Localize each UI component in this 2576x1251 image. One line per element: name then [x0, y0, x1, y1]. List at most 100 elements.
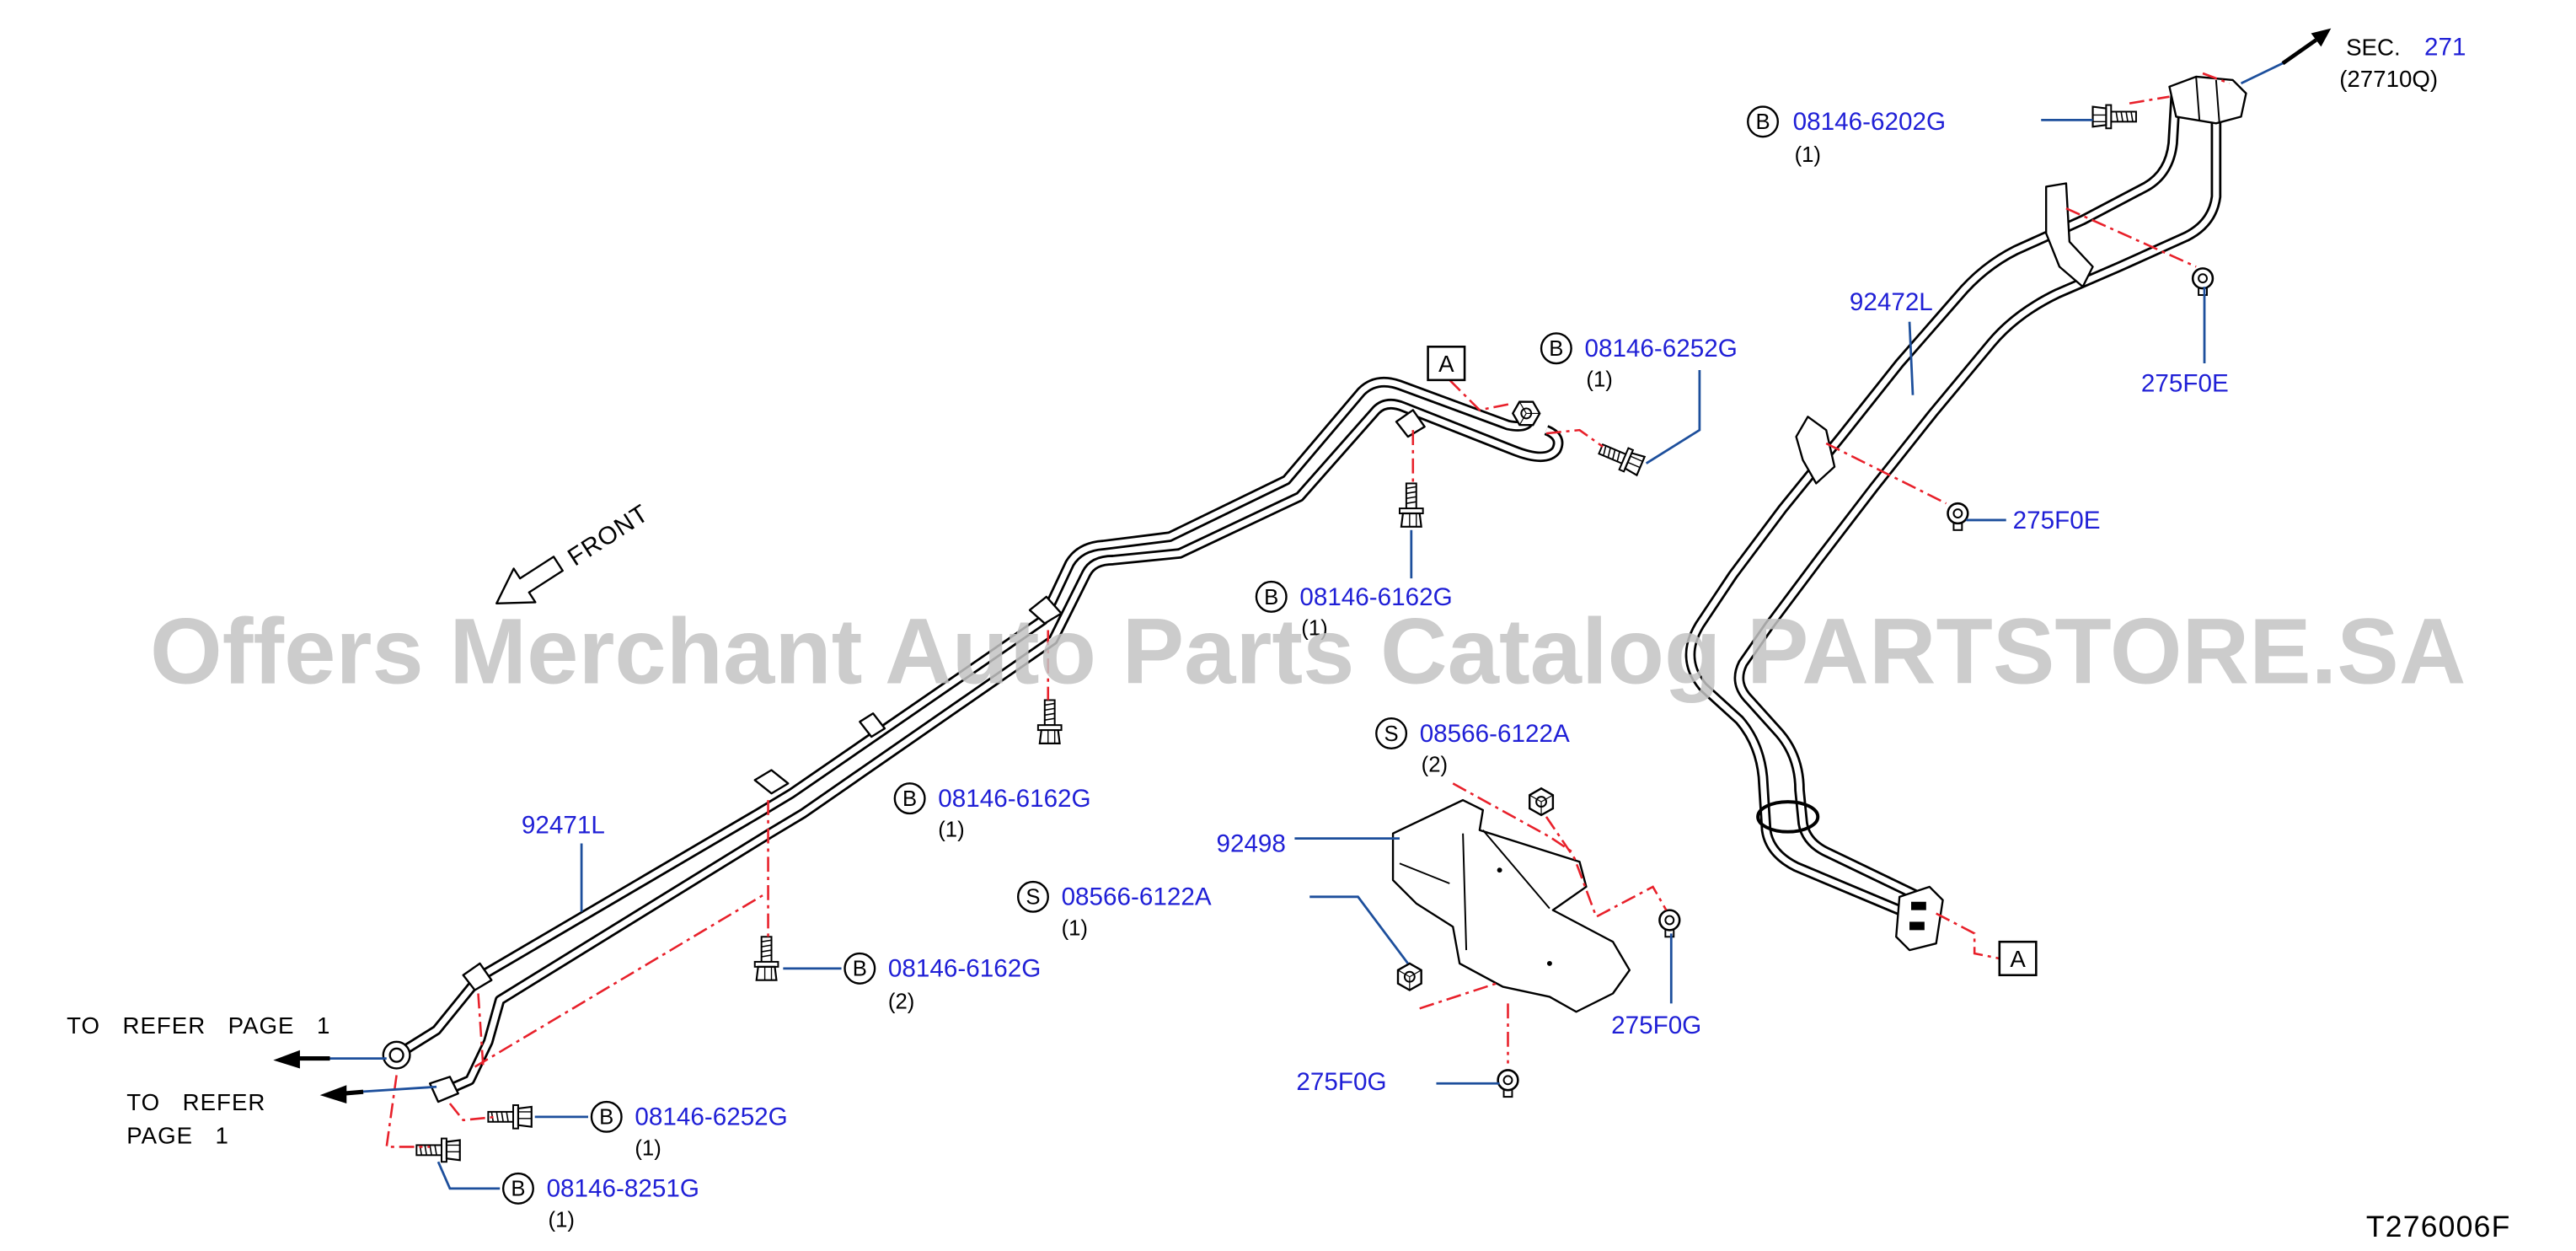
section-part-number: (27710Q)	[2339, 66, 2438, 92]
leader-line	[1309, 895, 1409, 964]
part-quantity: (2)	[888, 990, 914, 1013]
front-label: FRONT	[563, 499, 654, 572]
callout-prefix: B	[599, 1106, 613, 1130]
callout-badge	[1540, 332, 1572, 365]
fitting-port	[1909, 921, 1925, 931]
callout-08146-6162G-lower[interactable]: B 08146-6162G (2)	[843, 952, 1042, 1013]
clip-icon	[1497, 1069, 1519, 1098]
pipe-clamp	[753, 769, 790, 795]
bolt-icon	[753, 936, 779, 981]
callout-08566-6122A-upper[interactable]: S 08566-6122A (2)	[1375, 717, 1570, 777]
bolt-icon	[415, 1137, 461, 1163]
part-quantity: (1)	[1795, 143, 1821, 167]
leader-line	[1645, 369, 1701, 464]
fitting-detail	[2195, 76, 2220, 124]
part-number-link[interactable]: 08146-6252G	[1584, 335, 1737, 362]
section-number-link[interactable]: 271	[2424, 33, 2466, 61]
leader-line	[1908, 321, 1915, 395]
arrow-head	[319, 1085, 347, 1104]
connector-a-upper: A	[1427, 346, 1466, 382]
part-label-275F0G-lower[interactable]: 275F0G	[1296, 1068, 1386, 1096]
refer-page-lower-line1: TO REFER	[126, 1089, 265, 1115]
callout-badge	[590, 1100, 623, 1133]
part-label-92472L[interactable]: 92472L	[1850, 288, 1933, 316]
callout-prefix: B	[1264, 586, 1278, 609]
pipe-clamp	[1028, 595, 1063, 625]
fitting-block-upper	[2168, 75, 2247, 125]
callout-prefix: B	[511, 1178, 525, 1201]
assembly-guide-line	[448, 1103, 497, 1122]
clip-icon	[1947, 502, 1969, 532]
assembly-guide-line	[2065, 207, 2197, 268]
part-number-link[interactable]: 08146-6252G	[635, 1103, 787, 1131]
part-label-92471L[interactable]: 92471L	[522, 812, 605, 840]
bolt-icon	[2091, 104, 2138, 130]
callout-08146-6162G-upper[interactable]: B 08146-6162G (1)	[1255, 580, 1453, 640]
section-reference[interactable]: SEC. 271 (27710Q)	[2339, 33, 2466, 92]
bracket-hole	[1497, 867, 1502, 873]
clip-icon	[1658, 909, 1681, 938]
bolt-icon	[487, 1103, 533, 1130]
part-number-link[interactable]: 08566-6122A	[1062, 883, 1212, 911]
bracket-edges	[1399, 830, 1550, 988]
part-label-275F0E-lower[interactable]: 275F0E	[2013, 507, 2101, 534]
part-quantity: (1)	[1062, 916, 1088, 940]
callout-prefix: S	[1384, 722, 1399, 746]
bracket-92498	[1391, 798, 1631, 1013]
leader-lines	[326, 60, 2287, 1190]
callout-08146-6202G[interactable]: B 08146-6202G (1)	[1747, 105, 1946, 167]
callout-badge	[843, 952, 876, 985]
pipe-bracket	[1795, 416, 1836, 485]
callout-prefix: S	[1026, 886, 1040, 910]
part-label-275F0G-right[interactable]: 275F0G	[1611, 1012, 1701, 1039]
part-number-link[interactable]: 08566-6122A	[1420, 720, 1570, 748]
bracket-plate	[1391, 798, 1631, 1013]
leader-line	[360, 1085, 437, 1093]
callout-08566-6122A-lower[interactable]: S 08566-6122A (1)	[1016, 880, 1212, 940]
assembly-guide-line	[477, 993, 485, 1067]
connector-box	[1998, 940, 2038, 977]
refer-page-upper: TO REFER PAGE 1	[67, 1012, 330, 1039]
pipe-fittings	[382, 75, 2247, 1103]
pipe-clamps	[462, 182, 2094, 991]
assembly-guide-line	[1545, 816, 1668, 919]
callout-prefix: B	[853, 958, 867, 981]
assembly-guide-line	[2202, 72, 2231, 85]
callout-badge	[1747, 105, 1780, 138]
bolt-icon	[1595, 437, 1647, 478]
callout-08146-6162G-middle[interactable]: B 08146-6162G (1)	[893, 782, 1091, 842]
callout-badge	[1016, 880, 1049, 913]
part-number-link[interactable]: 08146-6162G	[1299, 583, 1452, 611]
assembly-guide-line	[385, 1075, 431, 1148]
connector-box	[1427, 346, 1466, 382]
section-arrow-icon	[2281, 28, 2332, 66]
part-number-link[interactable]: 08146-6162G	[888, 955, 1041, 983]
callout-08146-6252G-upper[interactable]: B 08146-6252G (1)	[1540, 332, 1738, 392]
pipe-tube-fill	[1690, 87, 2176, 910]
nut-icon	[1529, 787, 1555, 817]
assembly-guide-line	[2129, 95, 2170, 105]
part-number-link[interactable]: 08146-6162G	[938, 785, 1090, 813]
assembly-guide-lines	[385, 72, 2231, 1148]
part-label-275F0E-upper[interactable]: 275F0E	[2141, 370, 2229, 398]
arrow-head	[273, 1050, 300, 1069]
part-quantity: (1)	[635, 1136, 661, 1160]
arrow-head	[2311, 28, 2332, 47]
assembly-guide-line	[1825, 442, 1947, 505]
part-quantity: (1)	[1301, 616, 1327, 640]
callout-08146-6252G-lower[interactable]: B 08146-6252G (1)	[590, 1100, 788, 1160]
part-number-link[interactable]: 08146-8251G	[547, 1175, 699, 1203]
part-number-link[interactable]: 08146-6202G	[1793, 108, 1946, 136]
callout-badge	[893, 782, 926, 815]
callout-prefix: B	[902, 787, 917, 811]
connector-a-lower: A	[1998, 940, 2038, 977]
clip-icon	[2191, 267, 2215, 297]
bolt-icon	[1398, 482, 1424, 528]
part-label-92498[interactable]: 92498	[1216, 830, 1285, 857]
assembly-guide-line	[1545, 428, 1604, 448]
fitting-block	[428, 1076, 459, 1103]
bracket-hole	[1546, 960, 1552, 966]
callout-08146-8251G[interactable]: B 08146-8251G (1)	[501, 1172, 699, 1232]
leader-line	[436, 1161, 501, 1190]
